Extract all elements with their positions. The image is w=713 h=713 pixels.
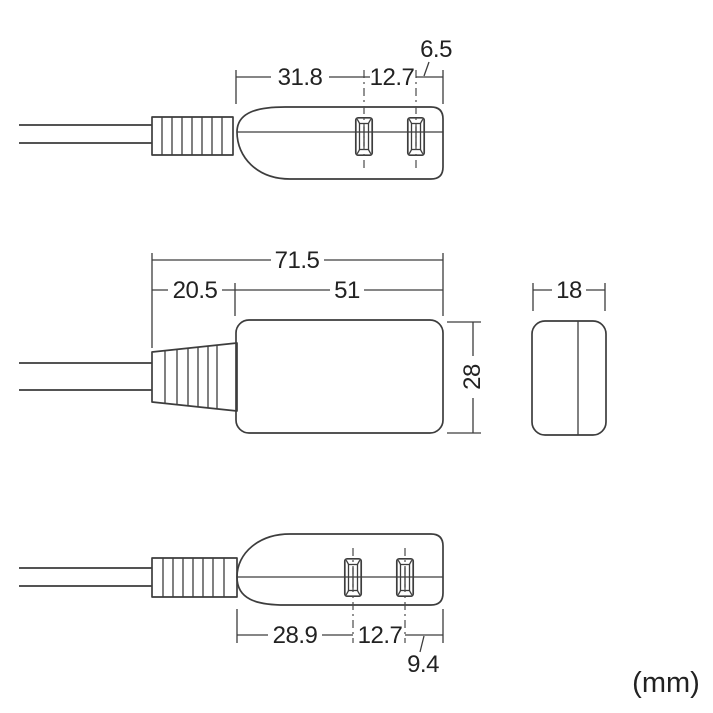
- strain-relief-ribs-top: [161, 117, 223, 155]
- top-view: 31.8 12.7 6.5: [19, 36, 453, 180]
- extension-lines-top: [235, 70, 444, 104]
- leader-line-9-4: [419, 635, 425, 653]
- extension-lines-bottom: [236, 609, 444, 643]
- dim-label-overall-length: 71.5: [275, 247, 320, 274]
- adapter-body-bottom-view: [236, 533, 444, 606]
- bottom-view-dimensions: 28.9 12.7 9.4: [236, 548, 444, 678]
- cable-side-view: [19, 362, 152, 391]
- dim-label-body-width: 18: [556, 277, 582, 304]
- end-view-dimensions: 18: [532, 277, 606, 311]
- cable-bottom-view: [19, 567, 152, 587]
- dim-label-top-port1-offset: 31.8: [278, 64, 323, 91]
- dim-label-bottom-port1-offset: 28.9: [273, 622, 318, 649]
- strain-relief-ribs-side: [164, 345, 218, 409]
- units-label: (mm): [632, 667, 700, 699]
- side-view-dimensions: 71.5 20.5 51 28: [151, 247, 486, 434]
- end-view: 18: [531, 277, 607, 436]
- adapter-body-side-view: [235, 319, 444, 434]
- extension-lines-height: [447, 321, 481, 434]
- bottom-view: 28.9 12.7 9.4: [19, 533, 444, 678]
- strain-relief-side-view: [151, 342, 238, 412]
- extension-lines-end: [532, 283, 606, 311]
- adapter-body-end-view: [531, 320, 607, 436]
- dim-label-top-end-offset: 6.5: [420, 36, 452, 63]
- side-view: 71.5 20.5 51 28: [19, 247, 486, 434]
- dim-label-top-port-pitch: 12.7: [370, 64, 415, 91]
- extension-lines-side: [151, 253, 444, 348]
- dim-label-boot-length: 20.5: [173, 277, 218, 304]
- cable-top-view: [19, 124, 152, 144]
- top-view-dimensions: 31.8 12.7 6.5: [235, 36, 453, 168]
- dim-label-bottom-end-offset: 9.4: [407, 651, 439, 678]
- dim-label-body-length: 51: [334, 277, 360, 304]
- leader-line-6-5: [423, 61, 430, 77]
- dim-label-bottom-port-pitch: 12.7: [358, 622, 403, 649]
- adapter-body-top-view: [236, 106, 444, 180]
- dim-label-body-height: 28: [459, 364, 486, 390]
- strain-relief-ribs-bottom: [162, 558, 225, 597]
